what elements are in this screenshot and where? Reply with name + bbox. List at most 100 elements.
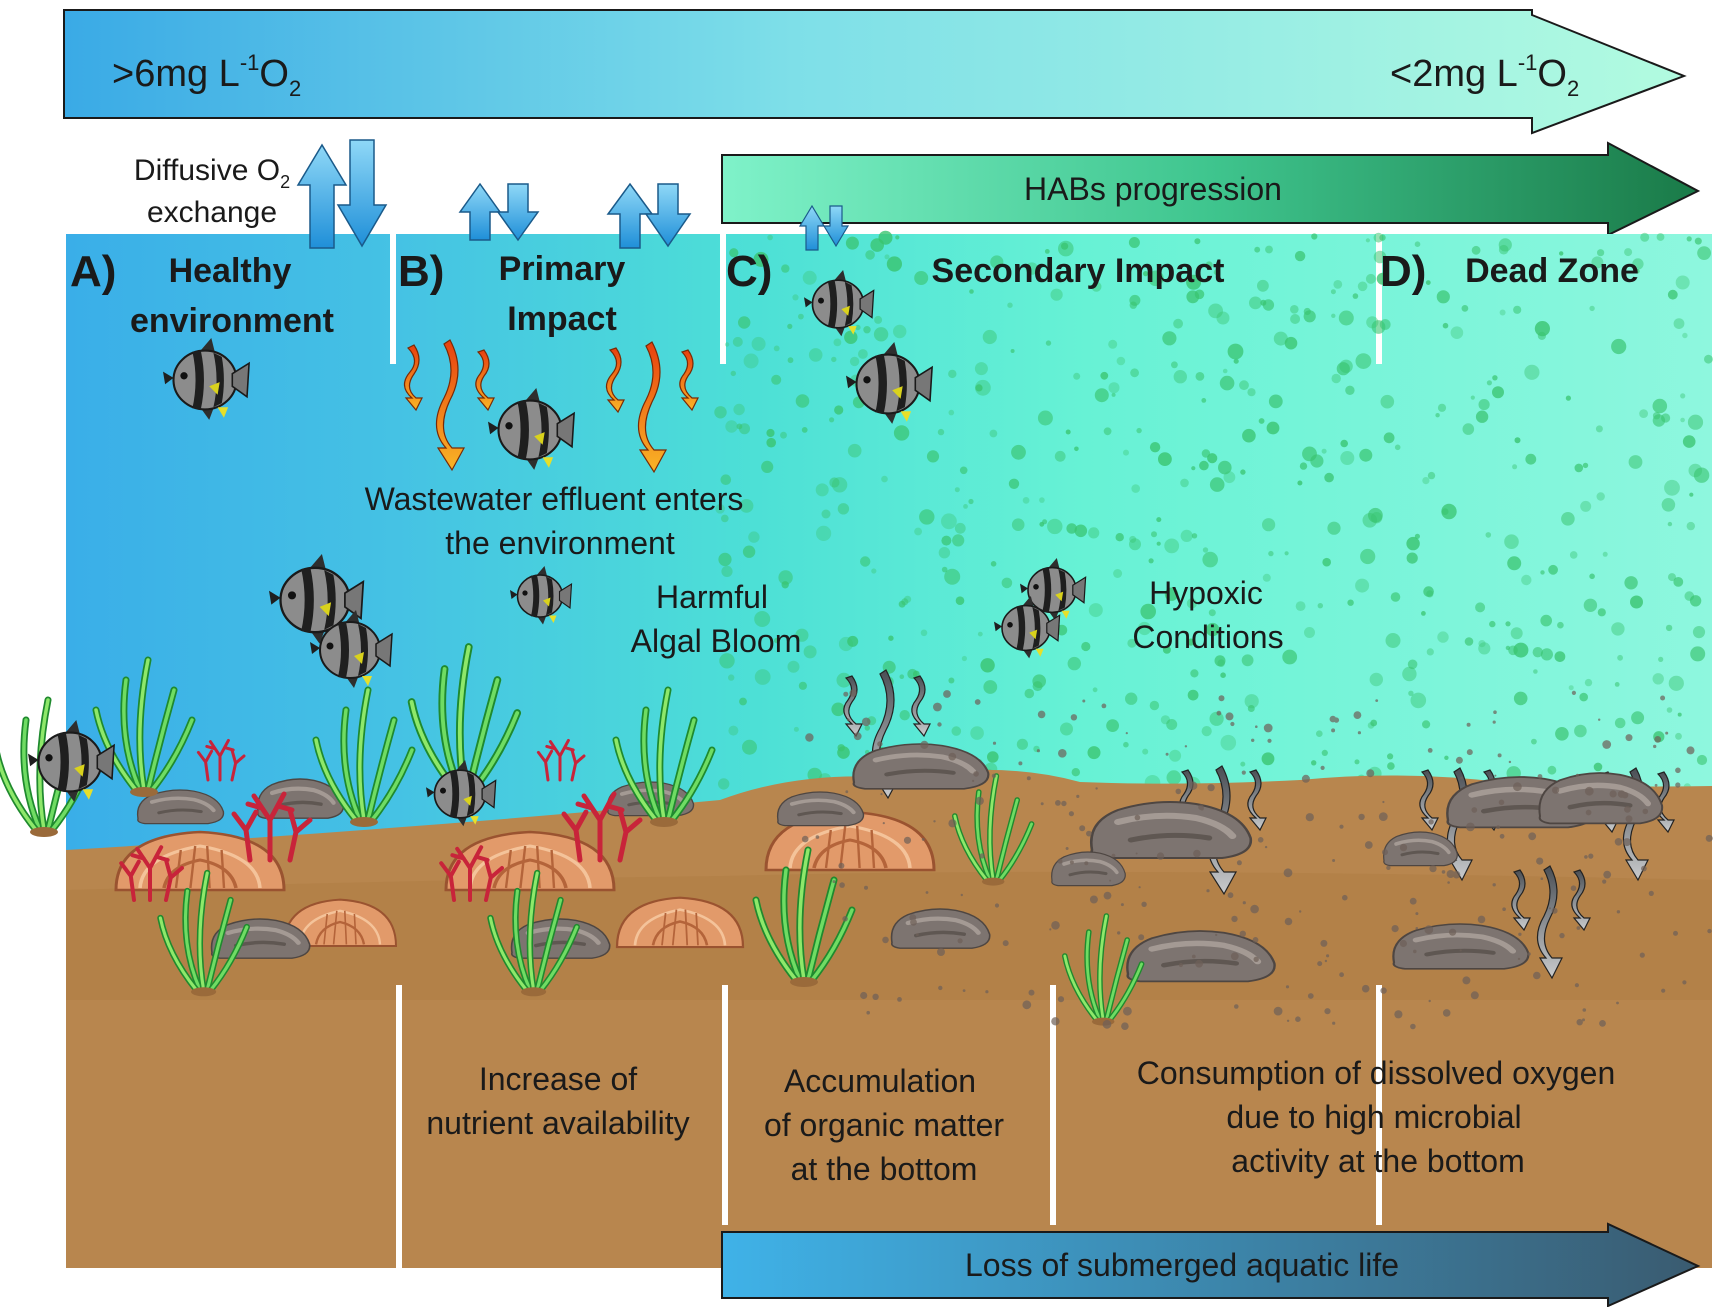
- algae-particle: [1339, 359, 1353, 373]
- algae-particle: [1087, 746, 1101, 760]
- silt-particle: [1641, 865, 1647, 872]
- silt-particle: [948, 752, 957, 761]
- algae-particle: [1331, 373, 1341, 384]
- algae-particle: [1302, 446, 1317, 462]
- algae-particle: [1190, 669, 1199, 678]
- silt-particle: [1079, 825, 1086, 832]
- algae-particle: [1513, 691, 1528, 706]
- silt-particle: [1424, 925, 1434, 934]
- silt-particle: [1502, 907, 1506, 911]
- algae-particle: [954, 522, 966, 534]
- algae-particle: [1304, 627, 1315, 638]
- silt-particle: [842, 916, 848, 922]
- algae-particle: [1559, 251, 1564, 256]
- silt-particle: [937, 948, 945, 956]
- algae-particle: [1162, 645, 1171, 654]
- algae-particle: [1423, 586, 1434, 597]
- algae-particle: [1164, 587, 1179, 601]
- silt-particle: [1320, 939, 1328, 947]
- silt-particle: [1036, 749, 1040, 753]
- silt-particle: [1255, 725, 1258, 728]
- algae-particle: [1658, 656, 1664, 663]
- algae-particle: [1462, 423, 1475, 435]
- algae-particle: [787, 660, 800, 673]
- silt-particle: [1305, 813, 1314, 822]
- algae-particle: [865, 250, 875, 260]
- silt-particle: [832, 880, 836, 884]
- consumption-label-line3: activity at the bottom: [1231, 1143, 1524, 1179]
- silt-particle: [1018, 761, 1023, 766]
- silt-particle: [1428, 819, 1434, 825]
- algae-particle: [1219, 375, 1235, 391]
- algae-particle: [1115, 533, 1124, 542]
- algae-particle: [1311, 233, 1318, 240]
- algae-particle: [1262, 518, 1276, 532]
- algae-particle: [1008, 478, 1020, 489]
- silt-particle: [1022, 1000, 1032, 1010]
- algae-particle: [1390, 592, 1401, 602]
- algae-particle: [1680, 393, 1686, 399]
- silt-particle: [974, 699, 981, 705]
- algae-particle: [1166, 719, 1178, 730]
- silt-particle: [1410, 1023, 1416, 1030]
- algae-particle: [1593, 762, 1603, 772]
- algae-particle: [1652, 398, 1668, 414]
- algae-particle: [893, 425, 910, 441]
- silt-particle: [910, 918, 917, 926]
- silt-particle: [1409, 897, 1417, 905]
- silt-particle: [1508, 760, 1512, 764]
- silt-particle: [1307, 993, 1314, 999]
- algae-particle: [781, 581, 789, 589]
- silt-particle: [1527, 952, 1531, 956]
- silt-particle: [1138, 886, 1141, 889]
- algae-particle: [1340, 451, 1355, 465]
- algae-particle: [937, 428, 945, 436]
- algae-particle: [1485, 532, 1492, 538]
- silt-particle: [960, 893, 963, 897]
- algae-particle: [1044, 249, 1050, 254]
- algae-particle: [864, 725, 870, 731]
- silt-particle: [1331, 728, 1336, 733]
- algae-particle: [773, 345, 780, 352]
- algae-particle: [1066, 523, 1077, 534]
- panel-a-title-line1: Healthy: [169, 252, 292, 290]
- algae-particle: [1201, 398, 1207, 403]
- algae-particle: [1173, 318, 1183, 329]
- nutrient-label-line2: nutrient availability: [426, 1105, 689, 1141]
- silt-particle: [1466, 749, 1473, 756]
- silt-particle: [1614, 838, 1623, 846]
- silt-particle: [1375, 699, 1379, 702]
- silt-particle: [1320, 765, 1325, 771]
- algae-particle: [1187, 638, 1195, 646]
- algae-particle: [1187, 689, 1199, 701]
- silt-particle: [1284, 917, 1293, 926]
- silt-particle: [1576, 926, 1581, 930]
- algae-particle: [1441, 503, 1457, 520]
- silt-particle: [1332, 1021, 1336, 1025]
- silt-particle: [1037, 710, 1046, 719]
- algae-particle: [1316, 730, 1323, 737]
- algae-particle: [754, 669, 771, 685]
- silt-particle: [1429, 865, 1437, 873]
- algae-particle: [1209, 477, 1225, 492]
- algae-particle: [721, 514, 729, 523]
- algae-particle: [977, 631, 983, 637]
- algae-particle: [751, 336, 766, 351]
- silt-particle: [1120, 903, 1124, 907]
- silt-particle: [1257, 837, 1264, 843]
- algae-particle: [1299, 462, 1308, 470]
- silt-particle: [1494, 774, 1497, 777]
- silt-particle: [921, 837, 925, 841]
- algae-particle: [1125, 692, 1138, 705]
- algae-particle: [801, 427, 808, 433]
- algae-particle: [1128, 237, 1140, 248]
- silt-particle: [815, 835, 820, 839]
- algae-particle: [844, 330, 858, 344]
- algae-particle: [1394, 444, 1401, 451]
- silt-particle: [1252, 937, 1259, 943]
- algae-particle: [1355, 353, 1372, 369]
- silt-particle: [1051, 921, 1060, 930]
- algae-particle: [1088, 527, 1100, 539]
- silt-particle: [1518, 932, 1522, 936]
- algae-particle: [1191, 533, 1198, 539]
